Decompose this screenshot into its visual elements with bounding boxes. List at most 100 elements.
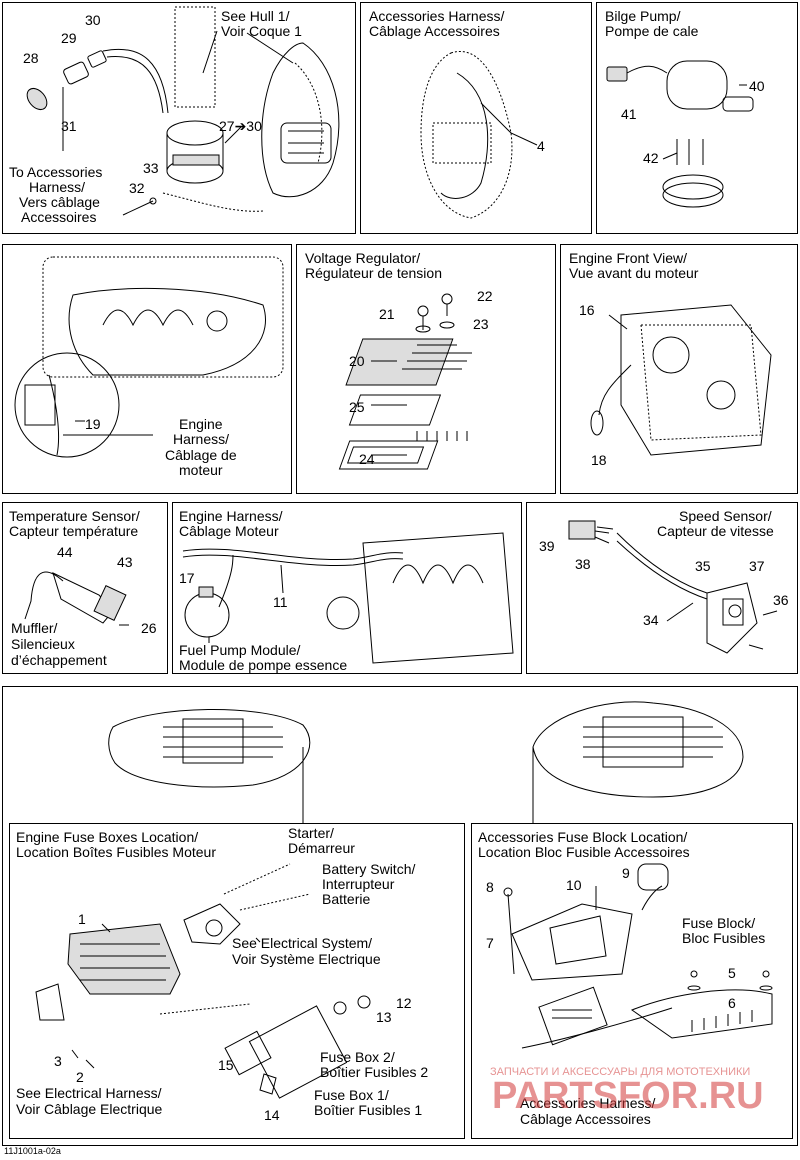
panel-temperature-sensor: Temperature Sensor/ Capteur température … [2, 502, 168, 674]
engine-fuse-illustration [35, 863, 371, 1099]
hull-label-line1: See Hull 1/ [221, 8, 290, 24]
watermark-line1: ЗАПЧАСТИ И АКСЕССУАРЫ ДЛЯ МОТОТЕХНИКИ [490, 1066, 751, 1078]
callout-20: 20 [349, 353, 365, 369]
callout-35: 35 [695, 558, 711, 574]
callout-32: 32 [129, 180, 145, 196]
panel-bilge-pump: Bilge Pump/ Pompe de cale 40 41 42 [596, 2, 798, 234]
fusebox2-l2: Boîtier Fusibles 2 [320, 1064, 429, 1080]
callout-6: 6 [728, 995, 736, 1011]
callout-39: 39 [539, 538, 555, 554]
hull-illustration [26, 6, 340, 216]
engine-harness-title-2: Câblage Moteur [179, 523, 279, 539]
acc-harness-bottom-l1: Accessories Harness/ [520, 1095, 656, 1111]
muffler-l3: d’échappement [11, 652, 107, 668]
starter-l2: Démarreur [288, 840, 355, 856]
fusebox1-l1: Fuse Box 1/ [314, 1087, 389, 1103]
acc-harness-title-1: Accessories Harness/ [369, 8, 505, 24]
callout-2: 2 [76, 1069, 84, 1085]
fuel-pump-l1: Fuel Pump Module/ [179, 642, 301, 658]
battery-l1: Battery Switch/ [322, 861, 416, 877]
fuse-block-l2: Bloc Fusibles [682, 930, 766, 946]
muffler-l1: Muffler/ [11, 620, 58, 636]
callout-22: 22 [477, 288, 493, 304]
callout-42: 42 [643, 150, 659, 166]
speed-title-2: Capteur de vitesse [657, 523, 774, 539]
engine-harness-l4: moteur [179, 462, 223, 478]
elec-system-l1: See Electrical System/ [232, 935, 373, 951]
temp-title-1: Temperature Sensor/ [9, 508, 140, 524]
elec-harness-l2: Voir Câblage Electrique [16, 1101, 163, 1117]
callout-26: 26 [141, 620, 157, 636]
callout-27-30: 27➔30 [219, 118, 262, 134]
starter-l1: Starter/ [288, 825, 334, 841]
voltage-title-1: Voltage Regulator/ [305, 250, 421, 266]
temperature-sensor-illustration [24, 571, 129, 626]
panel-engine-harness: Engine Harness/ Câblage Moteur 17 11 Fue… [172, 502, 522, 674]
fuse-block-l1: Fuse Block/ [682, 915, 756, 931]
callout-43: 43 [117, 554, 133, 570]
callout-25: 25 [349, 399, 365, 415]
callout-13: 13 [376, 1009, 392, 1025]
callout-38: 38 [575, 556, 591, 572]
engine-harness-illustration [182, 532, 514, 664]
callout-12: 12 [396, 995, 412, 1011]
callout-34: 34 [643, 612, 659, 628]
callout-18: 18 [591, 452, 607, 468]
engine-harness-l3: Câblage de [165, 447, 237, 463]
panel-voltage-regulator: Voltage Regulator/ Régulateur de tension… [296, 244, 556, 494]
engine-harness-l2: Harness/ [173, 431, 230, 447]
battery-l2: Interrupteur [322, 876, 395, 892]
hulls-overview-illustration [108, 701, 744, 827]
callout-28: 28 [23, 50, 39, 66]
callout-14: 14 [264, 1107, 280, 1123]
bilge-title-1: Bilge Pump/ [605, 8, 681, 24]
engine-fuse-title-1: Engine Fuse Boxes Location/ [16, 829, 199, 845]
acc-harness-note-2: Harness/ [29, 179, 86, 195]
callout-16: 16 [579, 302, 595, 318]
panel-accessories-harness: Accessories Harness/ Câblage Accessoires… [360, 2, 592, 234]
callout-30: 30 [85, 12, 101, 28]
acc-harness-note-4: Accessoires [21, 209, 97, 225]
acc-harness-title-2: Câblage Accessoires [369, 23, 500, 39]
callout-3: 3 [54, 1053, 62, 1069]
panel-engine-front-view: Engine Front View/ Vue avant du moteur 1… [560, 244, 798, 494]
callout-29: 29 [61, 30, 77, 46]
fuel-pump-l2: Module de pompe essence [179, 657, 348, 673]
callout-41: 41 [621, 106, 637, 122]
engine-side-illustration [14, 256, 284, 458]
acc-fuse-title-2: Location Bloc Fusible Accessoires [478, 844, 690, 860]
engine-front-title-2: Vue avant du moteur [569, 265, 699, 281]
callout-40: 40 [749, 78, 765, 94]
engine-front-title-1: Engine Front View/ [569, 250, 688, 266]
watermark-line2: PARTSFOR.RU [492, 1075, 764, 1117]
acc-harness-note-3: Vers câblage [19, 194, 100, 210]
panel-hull: See Hull 1/ Voir Coque 1 30 29 28 31 27➔… [2, 2, 356, 234]
callout-21: 21 [379, 306, 395, 322]
subpanel-engine-fuse-boxes: Engine Fuse Boxes Location/ Location Boî… [9, 823, 465, 1139]
callout-1: 1 [78, 911, 86, 927]
bilge-title-2: Pompe de cale [605, 23, 699, 39]
callout-36: 36 [773, 592, 789, 608]
acc-fuse-title-1: Accessories Fuse Block Location/ [478, 829, 688, 845]
muffler-l2: Silencieux [11, 636, 75, 652]
bilge-pump-illustration [606, 60, 754, 208]
acc-harness-illustration [420, 51, 538, 219]
engine-front-illustration [590, 304, 772, 456]
callout-8: 8 [486, 879, 494, 895]
callout-7: 7 [486, 935, 494, 951]
engine-harness-title-1: Engine Harness/ [179, 508, 283, 524]
acc-harness-bottom-l2: Câblage Accessoires [520, 1111, 651, 1127]
engine-fuse-title-2: Location Boîtes Fusibles Moteur [16, 844, 216, 860]
hull-label-line2: Voir Coque 1 [221, 23, 302, 39]
acc-harness-note-1: To Accessories [9, 164, 103, 180]
callout-31: 31 [61, 118, 77, 134]
elec-system-l2: Voir Système Electrique [232, 951, 381, 967]
callout-19: 19 [85, 416, 101, 432]
engine-harness-l1: Engine [179, 416, 223, 432]
callout-17: 17 [179, 570, 195, 586]
speed-sensor-illustration [568, 520, 778, 654]
callout-33: 33 [143, 160, 159, 176]
callout-24: 24 [359, 451, 375, 467]
callout-15: 15 [218, 1057, 234, 1073]
callout-10: 10 [566, 877, 582, 893]
